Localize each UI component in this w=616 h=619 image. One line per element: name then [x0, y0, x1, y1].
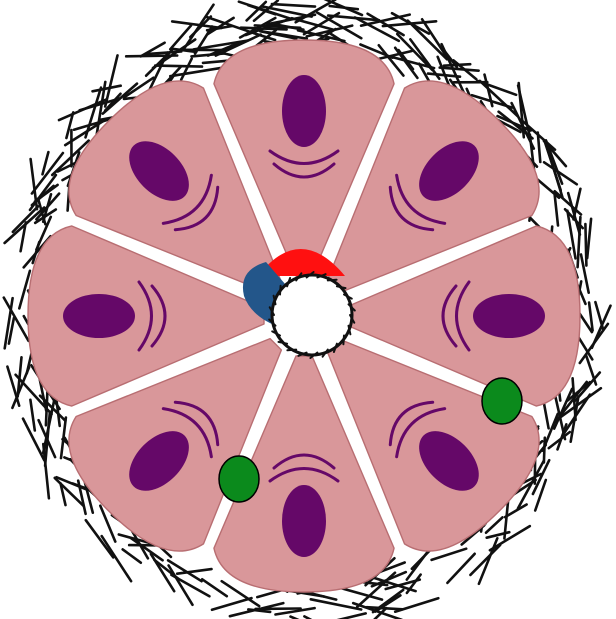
lumen-edge-mark [328, 280, 337, 281]
membrane-fiber [126, 56, 177, 57]
lumen-edge-mark [343, 336, 344, 345]
green-cell [219, 456, 259, 502]
membrane-fiber [241, 28, 287, 30]
membrane-fiber [585, 224, 586, 266]
nucleus [473, 294, 545, 338]
green-cell [482, 378, 522, 424]
membrane-fiber [155, 66, 202, 67]
nucleus [282, 485, 326, 557]
lumen-edge-mark [280, 286, 281, 295]
lumen-edge-mark [287, 350, 296, 351]
nucleus [282, 75, 326, 147]
membrane-fiber [444, 64, 470, 66]
nucleus [63, 294, 135, 338]
